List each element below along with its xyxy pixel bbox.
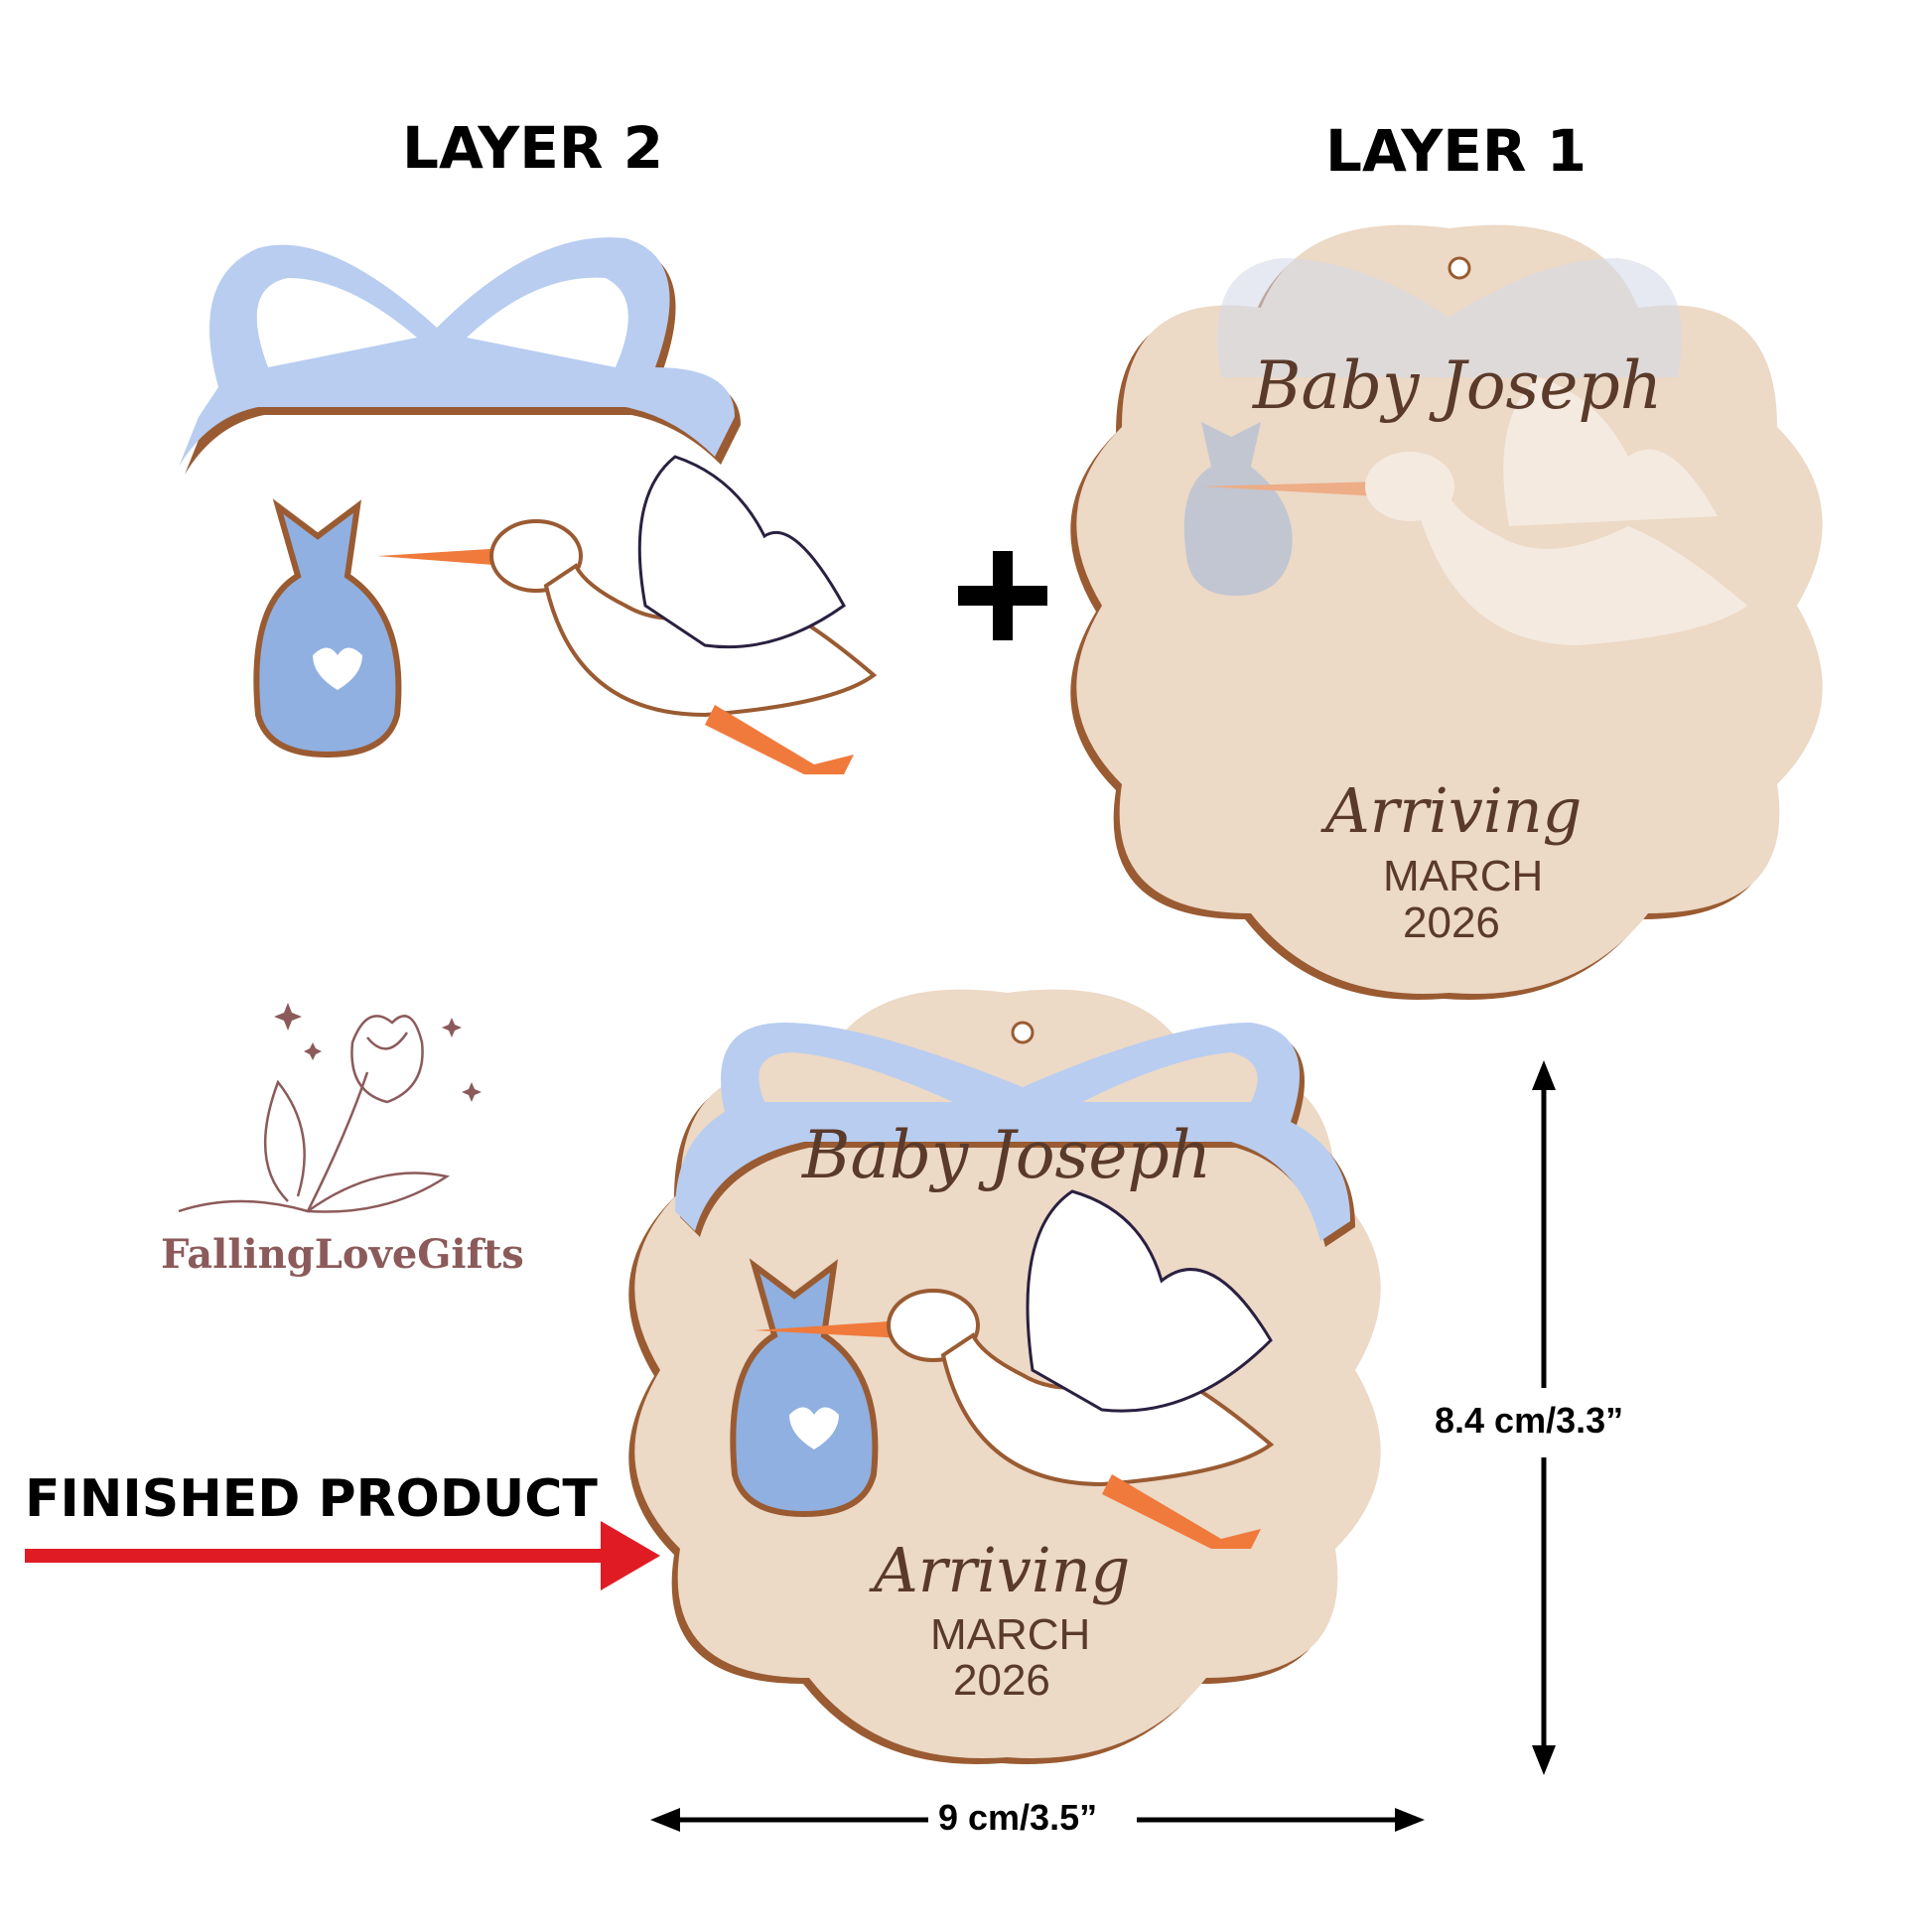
layer2-heading: LAYER 2 xyxy=(402,114,664,182)
width-dimension-arrow xyxy=(650,1808,1425,1832)
finished-ornament xyxy=(628,989,1381,1764)
layer1-name: Baby Joseph xyxy=(1253,347,1663,424)
finished-heading: FINISHED PRODUCT xyxy=(25,1469,598,1529)
stork-engraving-icon xyxy=(1183,377,1747,645)
layer2-cutout xyxy=(179,237,878,774)
layer1-heading: LAYER 1 xyxy=(1325,117,1587,185)
stork-icon xyxy=(377,455,878,774)
layer1-base xyxy=(1070,224,1823,1000)
baby-bag-icon xyxy=(253,498,402,759)
stork-icon xyxy=(755,1189,1275,1549)
finished-month: MARCH xyxy=(930,1610,1091,1659)
finished-name: Baby Joseph xyxy=(802,1117,1212,1193)
red-arrow-icon xyxy=(25,1521,660,1590)
wood-scallop-shape xyxy=(1070,224,1823,1000)
ribbon-bow-icon xyxy=(179,237,741,475)
finished-year: 2026 xyxy=(953,1656,1050,1705)
layer1-year: 2026 xyxy=(1403,898,1500,947)
width-label: 9 cm/3.5” xyxy=(938,1797,1098,1838)
finished-arriving: Arriving xyxy=(874,1534,1131,1606)
plus-icon xyxy=(958,551,1047,640)
height-dimension-arrow xyxy=(1532,1060,1556,1775)
ribbon-bow-icon xyxy=(675,1023,1355,1247)
height-label: 8.4 cm/3.3” xyxy=(1435,1400,1624,1441)
layer1-month: MARCH xyxy=(1383,852,1544,900)
brand-name: FallingLoveGifts xyxy=(161,1231,524,1278)
baby-bag-icon xyxy=(730,1258,879,1518)
tulip-logo-icon xyxy=(178,1003,482,1213)
layer1-arriving: Arriving xyxy=(1325,774,1583,847)
